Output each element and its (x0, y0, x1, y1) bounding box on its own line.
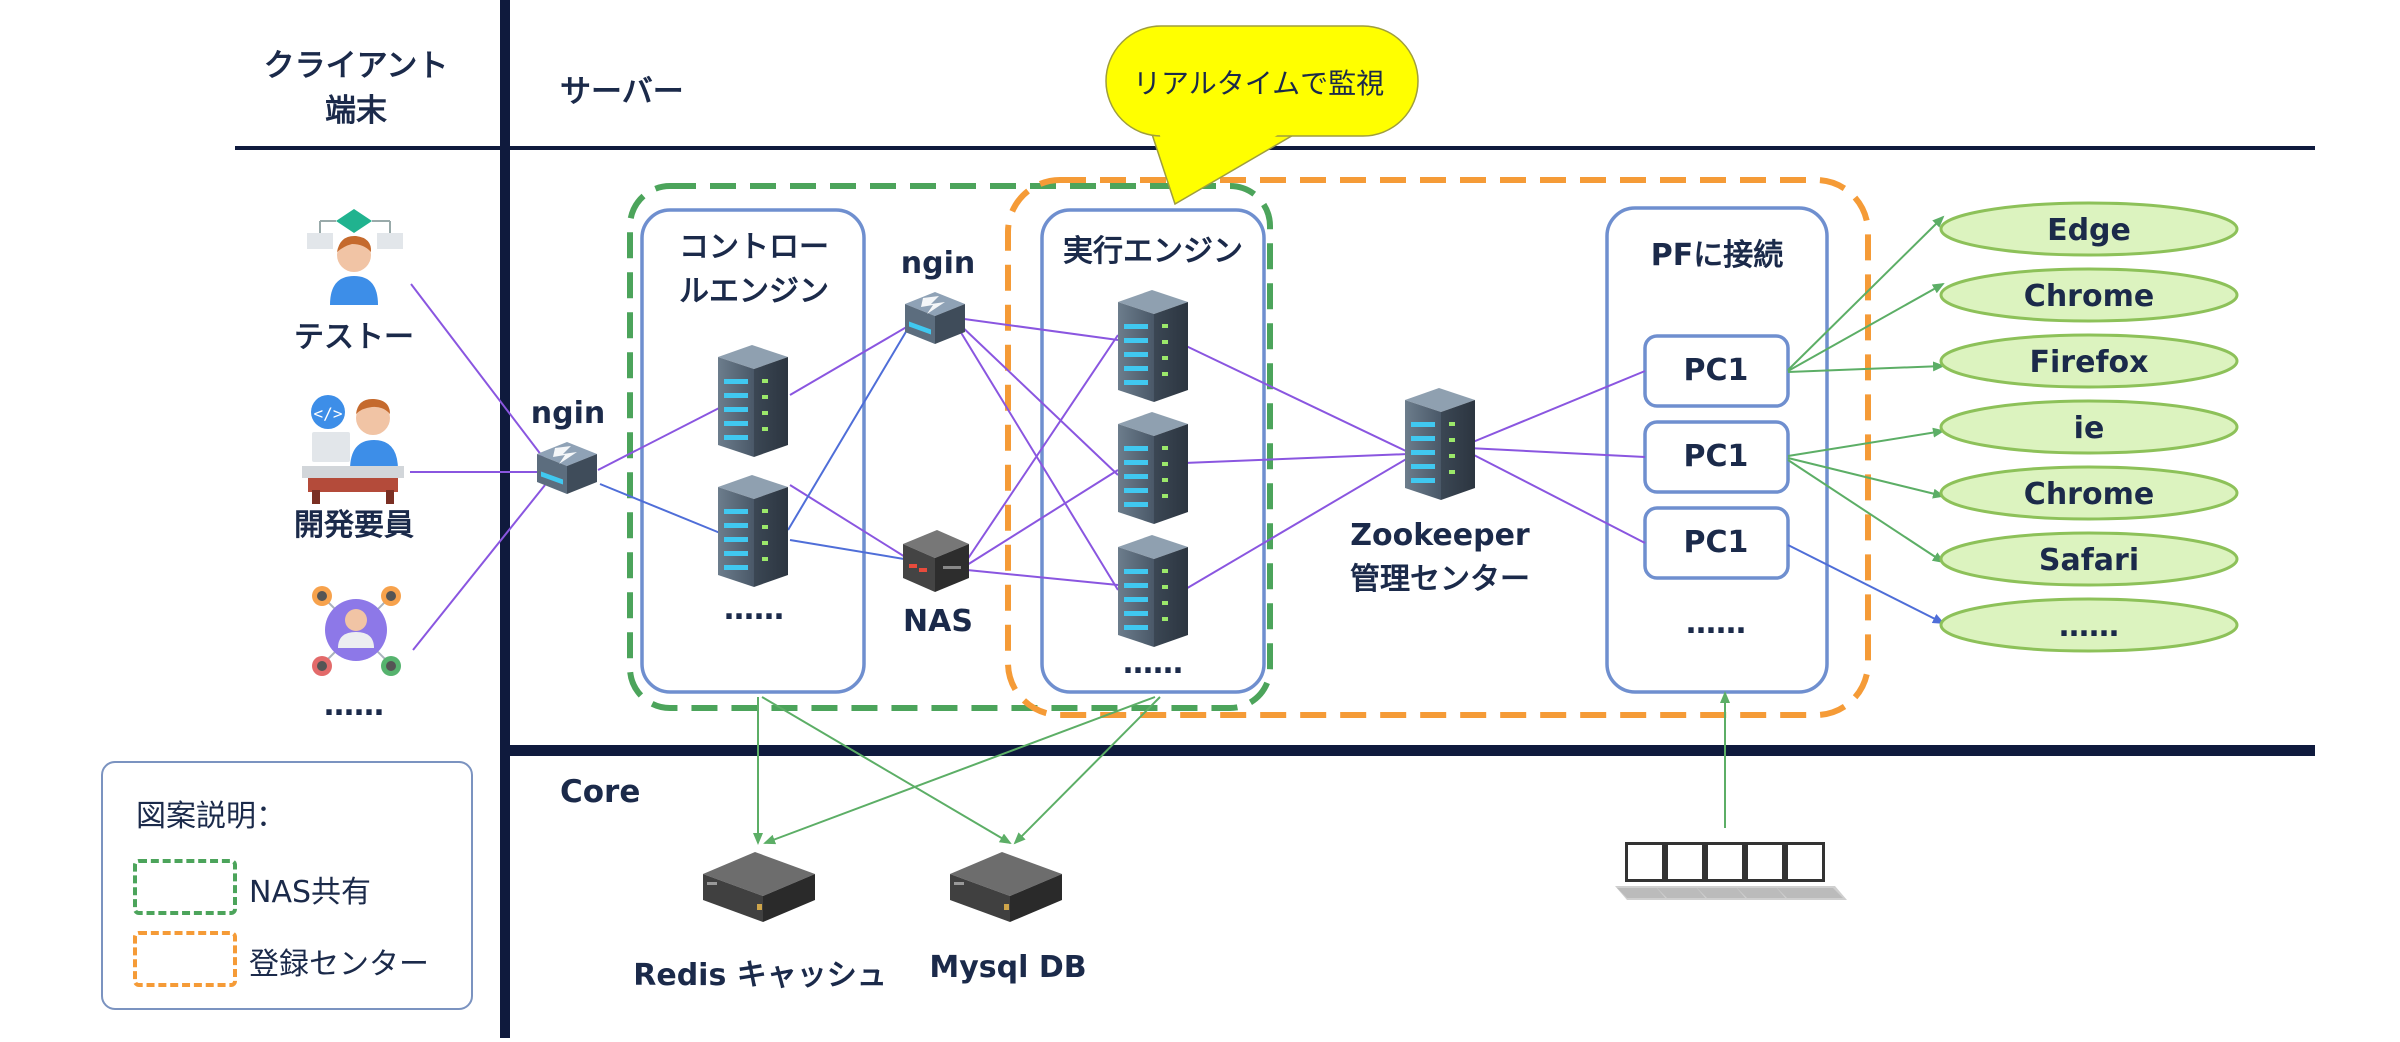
browser-6: …… (1939, 597, 2239, 653)
browser-label: Safari (2039, 543, 2139, 578)
pf-title: PFに接続 (1650, 238, 1784, 273)
nas-icon (903, 530, 969, 592)
browser-label: Edge (2047, 213, 2131, 248)
nas-label: NAS (903, 604, 973, 639)
nginx-left-icon (537, 442, 597, 494)
redis-label: Redis キャッシュ (633, 958, 887, 993)
mysql-label: Mysql DB (929, 950, 1087, 985)
mysql-server-icon (950, 852, 1062, 922)
nginx-left-label: ngin (530, 396, 606, 431)
client-header: クライアント 端末 (264, 40, 449, 130)
control-server-1-icon (718, 345, 788, 457)
legend-label-registry: 登録センター (249, 947, 429, 982)
browser-label: Firefox (2030, 345, 2149, 380)
browser-ellipse (1939, 597, 2239, 653)
redis-server-icon (703, 852, 815, 922)
browser-ellipse (1939, 465, 2239, 521)
nginx-mid-label: ngin (900, 246, 976, 281)
zookeeper-label: Zookeeper 管理センター (1350, 514, 1530, 602)
clients-more-label: …… (324, 688, 384, 723)
browser-ellipse (1939, 333, 2239, 389)
legend: 図案説明： NAS共有 登録センター (101, 761, 473, 1010)
legend-swatch-nas (133, 859, 237, 915)
legend-title: 図案説明： (136, 799, 286, 834)
client-header-line2: 端末 (324, 93, 387, 129)
browser-label: ie (2074, 411, 2105, 446)
pc-more-link (1787, 544, 1945, 624)
browser-1: Chrome (1939, 267, 2239, 323)
exec-engine-title: 実行エンジン (1063, 234, 1243, 269)
control-engine-title-line1: コントロー (679, 230, 829, 265)
zookeeper-label-line2: 管理センター (1350, 562, 1530, 597)
server-header: サーバー (560, 74, 684, 110)
browser-5: Safari (1939, 531, 2239, 587)
control-more-label: …… (724, 592, 784, 627)
core-divider (508, 745, 2315, 756)
team-icon (312, 586, 401, 676)
pf-more-label: …… (1686, 606, 1746, 641)
control-engine-title-line2: ルエンジン (679, 274, 829, 309)
registry-group (1005, 177, 1871, 718)
browser-4: Chrome (1939, 465, 2239, 521)
callout-text: リアルタイムで監視 (1133, 67, 1385, 100)
legend-label-nas: NAS共有 (249, 875, 372, 910)
control-server-2-icon (718, 475, 788, 587)
browser-3: ie (1939, 399, 2239, 455)
nginx-mid-icon (905, 292, 965, 344)
browser-0: Edge (1939, 201, 2239, 257)
zookeeper-server-icon (1405, 388, 1475, 500)
browser-label: Chrome (2024, 279, 2154, 314)
exec-server-3-icon (1118, 535, 1188, 647)
browser-2: Firefox (1939, 333, 2239, 389)
browser-ellipse (1939, 267, 2239, 323)
pc-label-2: PC1 (1683, 439, 1749, 474)
purple-links (410, 283, 1646, 651)
client-server-divider (500, 0, 510, 1038)
developer-label: 開発要員 (294, 508, 414, 543)
laptops-icon (1615, 842, 1847, 900)
control-engine-box (640, 208, 866, 694)
exec-server-2-icon (1118, 412, 1188, 524)
pc-label-3: PC1 (1683, 525, 1749, 560)
core-header: Core (560, 774, 641, 810)
tester-icon (307, 209, 403, 305)
browser-ellipse (1939, 399, 2239, 455)
exec-server-1-icon (1118, 290, 1188, 402)
tester-label: テストー (294, 320, 414, 355)
browser-label: Chrome (2024, 477, 2154, 512)
svg-text:</>: </> (314, 404, 343, 423)
client-header-line1: クライアント (263, 48, 449, 84)
callout-bubble (1105, 25, 1419, 206)
nas-shared-group (627, 183, 1273, 711)
green-links (753, 215, 1945, 845)
zookeeper-label-line1: Zookeeper (1350, 518, 1530, 553)
blue-links (599, 324, 911, 561)
developer-icon: </> (302, 395, 404, 504)
control-engine-title: コントロー ルエンジン (679, 226, 829, 314)
pc-label-1: PC1 (1683, 353, 1749, 388)
browser-ellipse (1939, 531, 2239, 587)
legend-swatch-registry (133, 931, 237, 987)
browser-ellipse (1939, 201, 2239, 257)
browser-list: EdgeChromeFirefoxieChromeSafari…… (1939, 201, 2239, 653)
exec-engine-box (1040, 208, 1266, 694)
exec-more-label: …… (1123, 646, 1183, 681)
browser-label: …… (2059, 609, 2119, 644)
